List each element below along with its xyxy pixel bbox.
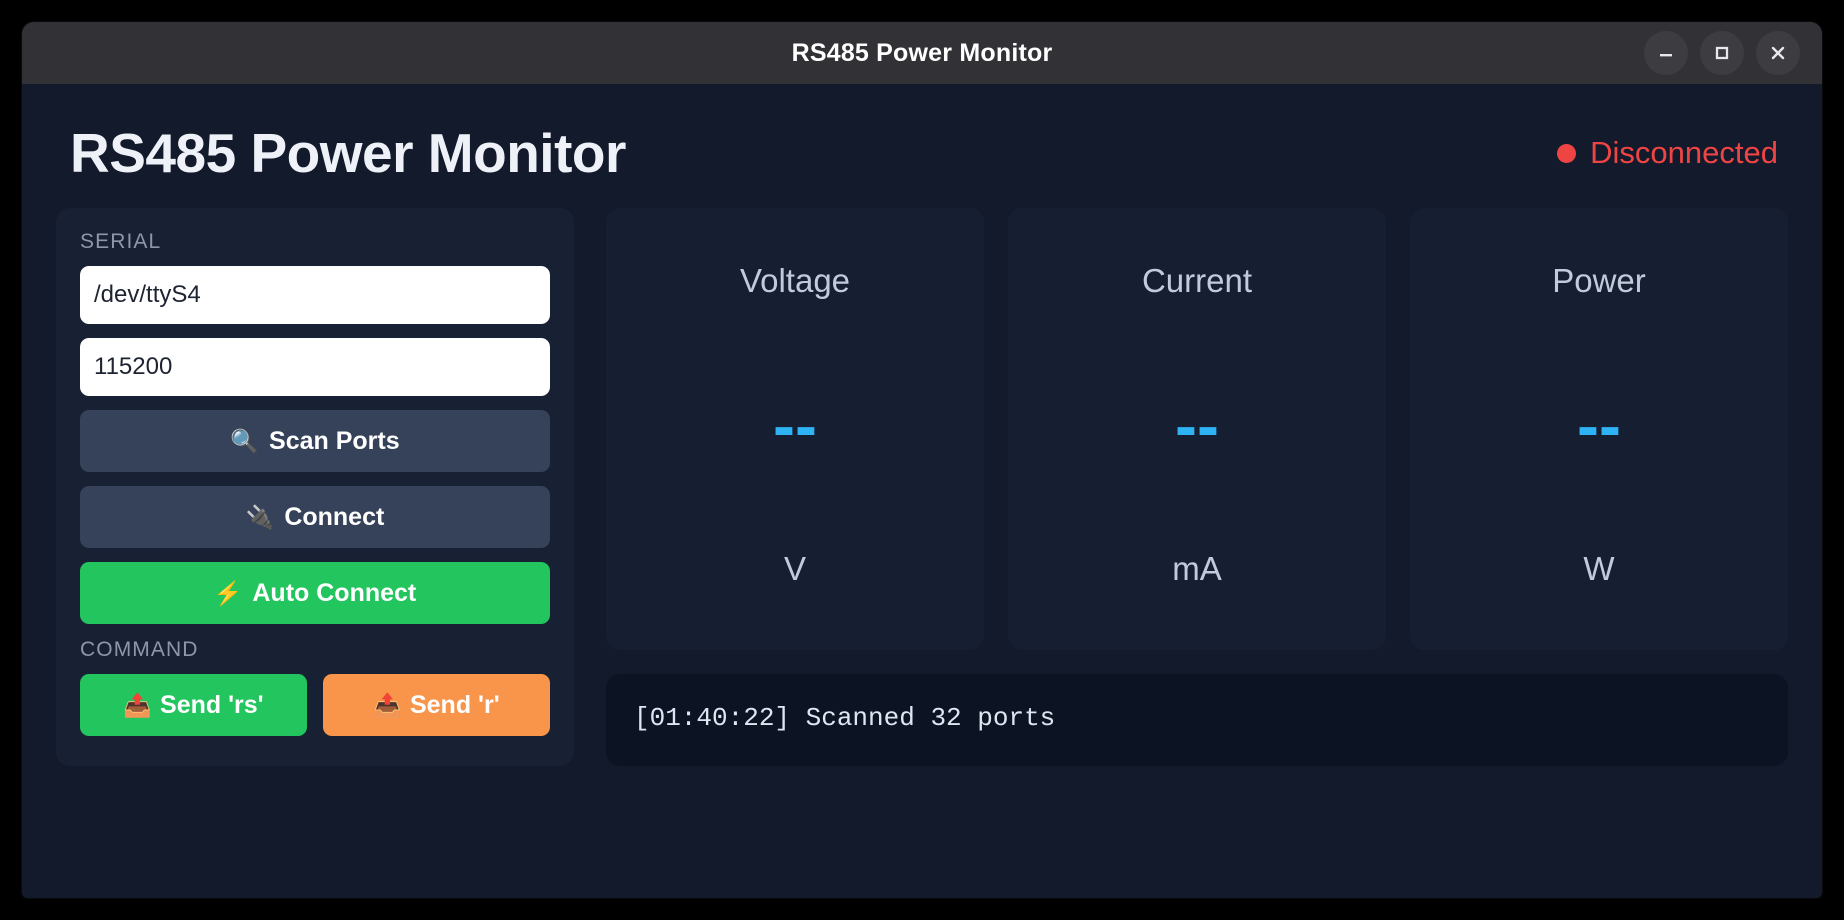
serial-section-label: SERIAL (80, 230, 162, 253)
page-title: RS485 Power Monitor (70, 122, 626, 184)
send-rs-label: Send 'rs' (160, 690, 264, 719)
command-section-label: COMMAND (80, 638, 199, 661)
command-button-row: 📤 Send 'rs' 📤 Send 'r' (80, 674, 550, 736)
scan-ports-label: Scan Ports (269, 426, 400, 455)
metric-unit: W (1583, 550, 1615, 587)
status-badge: Disconnected (1590, 135, 1778, 170)
log-line: [01:40:22] Scanned 32 ports (634, 703, 1056, 733)
send-r-label: Send 'r' (409, 690, 500, 719)
minimize-button[interactable] (1644, 31, 1688, 75)
send-r-button[interactable]: 📤 Send 'r' (323, 674, 550, 736)
readout-column: Voltage -- V Current -- mA Power -- W (606, 208, 1788, 766)
lightning-icon: ⚡ (213, 579, 243, 606)
serial-panel: SERIAL 🔍 Scan Ports 🔌 Connect ⚡ Auto Con… (56, 208, 574, 766)
metric-value: -- (1175, 388, 1219, 462)
connect-label: Connect (284, 502, 385, 531)
metric-label: Power (1552, 262, 1646, 299)
window-title: RS485 Power Monitor (791, 38, 1053, 67)
metric-card-voltage: Voltage -- V (606, 208, 984, 650)
metric-value: -- (1577, 388, 1621, 462)
connect-button[interactable]: 🔌 Connect (80, 486, 550, 548)
close-icon (1771, 46, 1785, 60)
metric-unit: mA (1172, 550, 1222, 587)
metric-cards: Voltage -- V Current -- mA Power -- W (606, 208, 1788, 650)
scan-ports-button[interactable]: 🔍 Scan Ports (80, 410, 550, 472)
metric-unit: V (783, 550, 806, 587)
outbox-tray-icon: 📤 (373, 691, 402, 718)
minimize-icon (1660, 54, 1672, 57)
metric-label: Voltage (739, 262, 851, 299)
metric-label: Current (1141, 262, 1253, 299)
serial-port-input[interactable] (80, 266, 550, 324)
metric-card-power: Power -- W (1410, 208, 1788, 650)
connection-status: Disconnected (1557, 135, 1778, 171)
maximize-button[interactable] (1700, 31, 1744, 75)
title-bar: RS485 Power Monitor (22, 22, 1822, 84)
outbox-tray-icon: 📤 (123, 691, 153, 718)
page-header: RS485 Power Monitor Disconnected (56, 110, 1788, 196)
app-window: RS485 Power Monitor RS485 Power Monitor (22, 22, 1822, 898)
main-content: SERIAL 🔍 Scan Ports 🔌 Connect ⚡ Auto Con… (56, 208, 1788, 766)
log-console[interactable]: [01:40:22] Scanned 32 ports (606, 674, 1788, 766)
auto-connect-label: Auto Connect (252, 578, 417, 607)
status-dot-icon (1557, 143, 1577, 163)
metric-card-current: Current -- mA (1008, 208, 1386, 650)
plug-icon: 🔌 (245, 503, 275, 530)
send-rs-button[interactable]: 📤 Send 'rs' (80, 674, 307, 736)
window-controls (1644, 31, 1800, 75)
maximize-icon (1715, 46, 1729, 60)
metric-value: -- (773, 388, 817, 462)
app-body: RS485 Power Monitor Disconnected SERIAL … (22, 84, 1822, 898)
baud-rate-input[interactable] (80, 338, 550, 396)
magnifier-icon: 🔍 (230, 427, 260, 454)
close-button[interactable] (1756, 31, 1800, 75)
auto-connect-button[interactable]: ⚡ Auto Connect (80, 562, 550, 624)
